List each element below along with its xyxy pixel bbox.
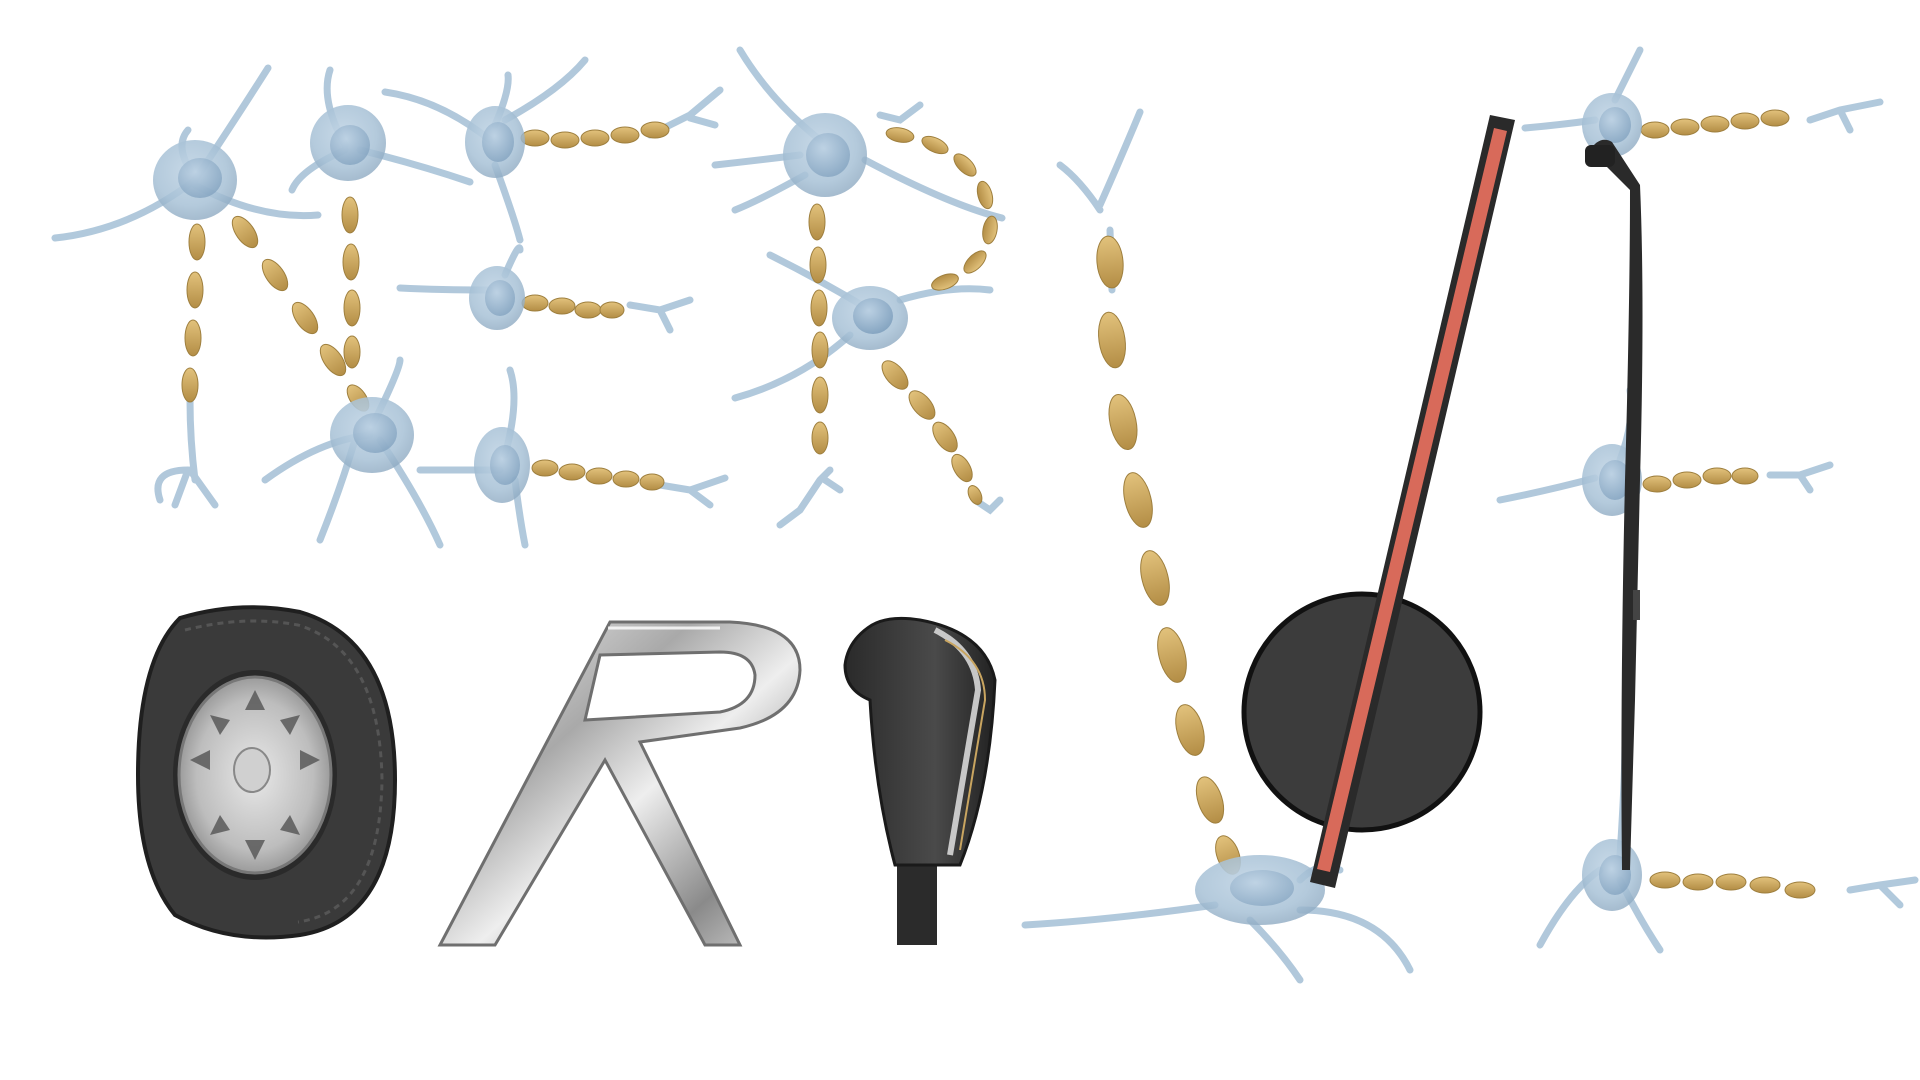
neuron-icon bbox=[474, 427, 530, 503]
letter-e-neurons-1 bbox=[381, 56, 729, 549]
neuron-icon bbox=[1582, 93, 1642, 157]
myelin-chain-n-left bbox=[181, 223, 206, 403]
gear-knob-icon bbox=[843, 616, 997, 945]
letter-n-neurons bbox=[51, 64, 474, 549]
letter-v-neuron bbox=[1021, 108, 1414, 984]
neuron-icon bbox=[153, 140, 237, 220]
word-nerve bbox=[51, 46, 1919, 984]
neuron-icon bbox=[832, 286, 908, 350]
word-drive bbox=[135, 115, 1643, 947]
myelin-chain-n-right bbox=[341, 196, 361, 369]
tire-icon bbox=[135, 605, 398, 940]
neuron-icon bbox=[465, 106, 525, 178]
letter-e-neurons-2 bbox=[1496, 46, 1919, 954]
neuron-icon bbox=[1582, 839, 1642, 911]
speedometer-needle-icon bbox=[1241, 115, 1515, 888]
myelin-chain-n-diagonal bbox=[231, 215, 370, 412]
chrome-r-icon bbox=[437, 620, 802, 947]
neuron-icon bbox=[330, 397, 414, 473]
neuron-icon bbox=[469, 266, 525, 330]
letter-r-neurons bbox=[711, 46, 1006, 529]
neuron-icon bbox=[783, 113, 867, 197]
wiper-icon bbox=[1585, 139, 1643, 871]
neuron-icon bbox=[1195, 855, 1325, 925]
neuron-icon bbox=[310, 105, 386, 181]
